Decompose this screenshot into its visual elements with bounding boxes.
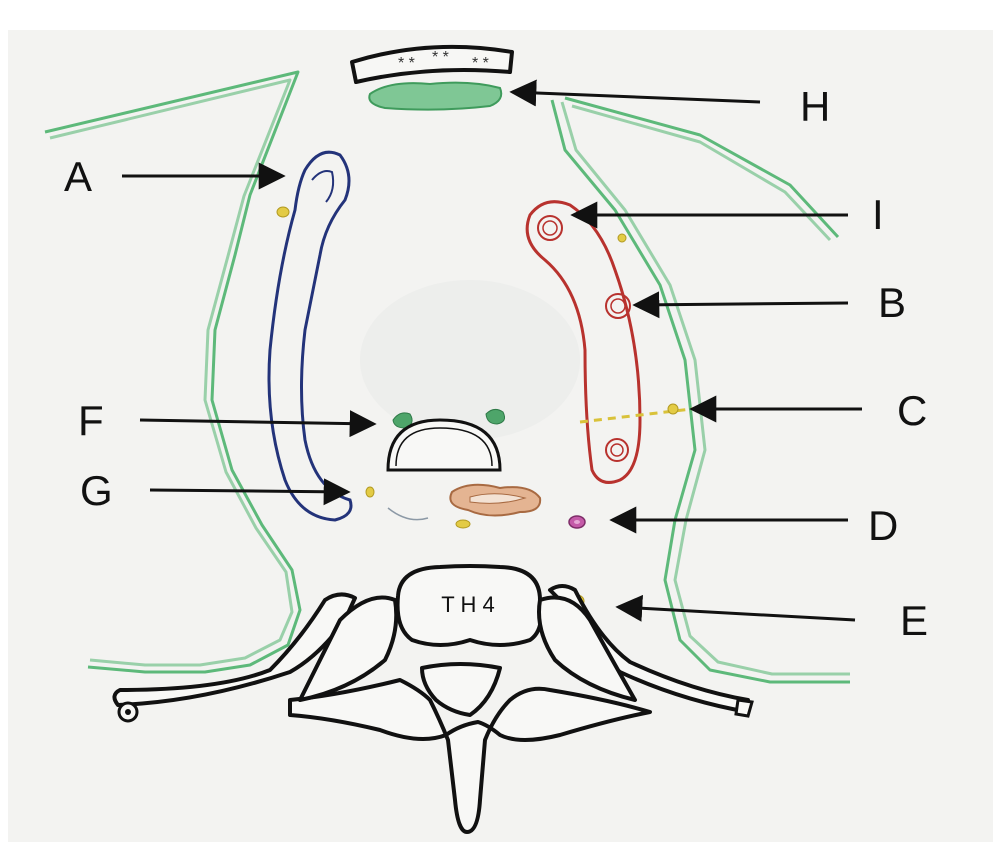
- label-b: B: [878, 282, 906, 324]
- label-a: A: [64, 156, 92, 198]
- node-g: [366, 487, 374, 497]
- label-g: G: [80, 470, 113, 512]
- thymus-remnant: [369, 83, 501, 110]
- right-rib-end: [736, 700, 752, 716]
- mediastinal-shadow: [360, 280, 580, 440]
- arrow-b: [635, 303, 848, 305]
- label-h: H: [800, 86, 830, 128]
- vertebra-label: T H 4: [441, 592, 494, 617]
- node-center: [456, 520, 470, 528]
- label-c: C: [897, 390, 927, 432]
- svg-text:* *: * *: [432, 49, 449, 66]
- label-e: E: [900, 600, 928, 642]
- label-f: F: [78, 400, 104, 442]
- node-left-upper: [277, 207, 289, 217]
- svg-text:* *: * *: [472, 55, 489, 72]
- label-d: D: [868, 505, 898, 547]
- svg-text:* *: * *: [398, 55, 415, 72]
- thoracic-duct-lumen: [574, 520, 580, 524]
- node-c: [668, 404, 678, 414]
- left-rib-end-dot: [125, 709, 131, 715]
- node-right-upper: [618, 234, 626, 242]
- label-i: I: [872, 194, 884, 236]
- arrow-g: [150, 490, 348, 492]
